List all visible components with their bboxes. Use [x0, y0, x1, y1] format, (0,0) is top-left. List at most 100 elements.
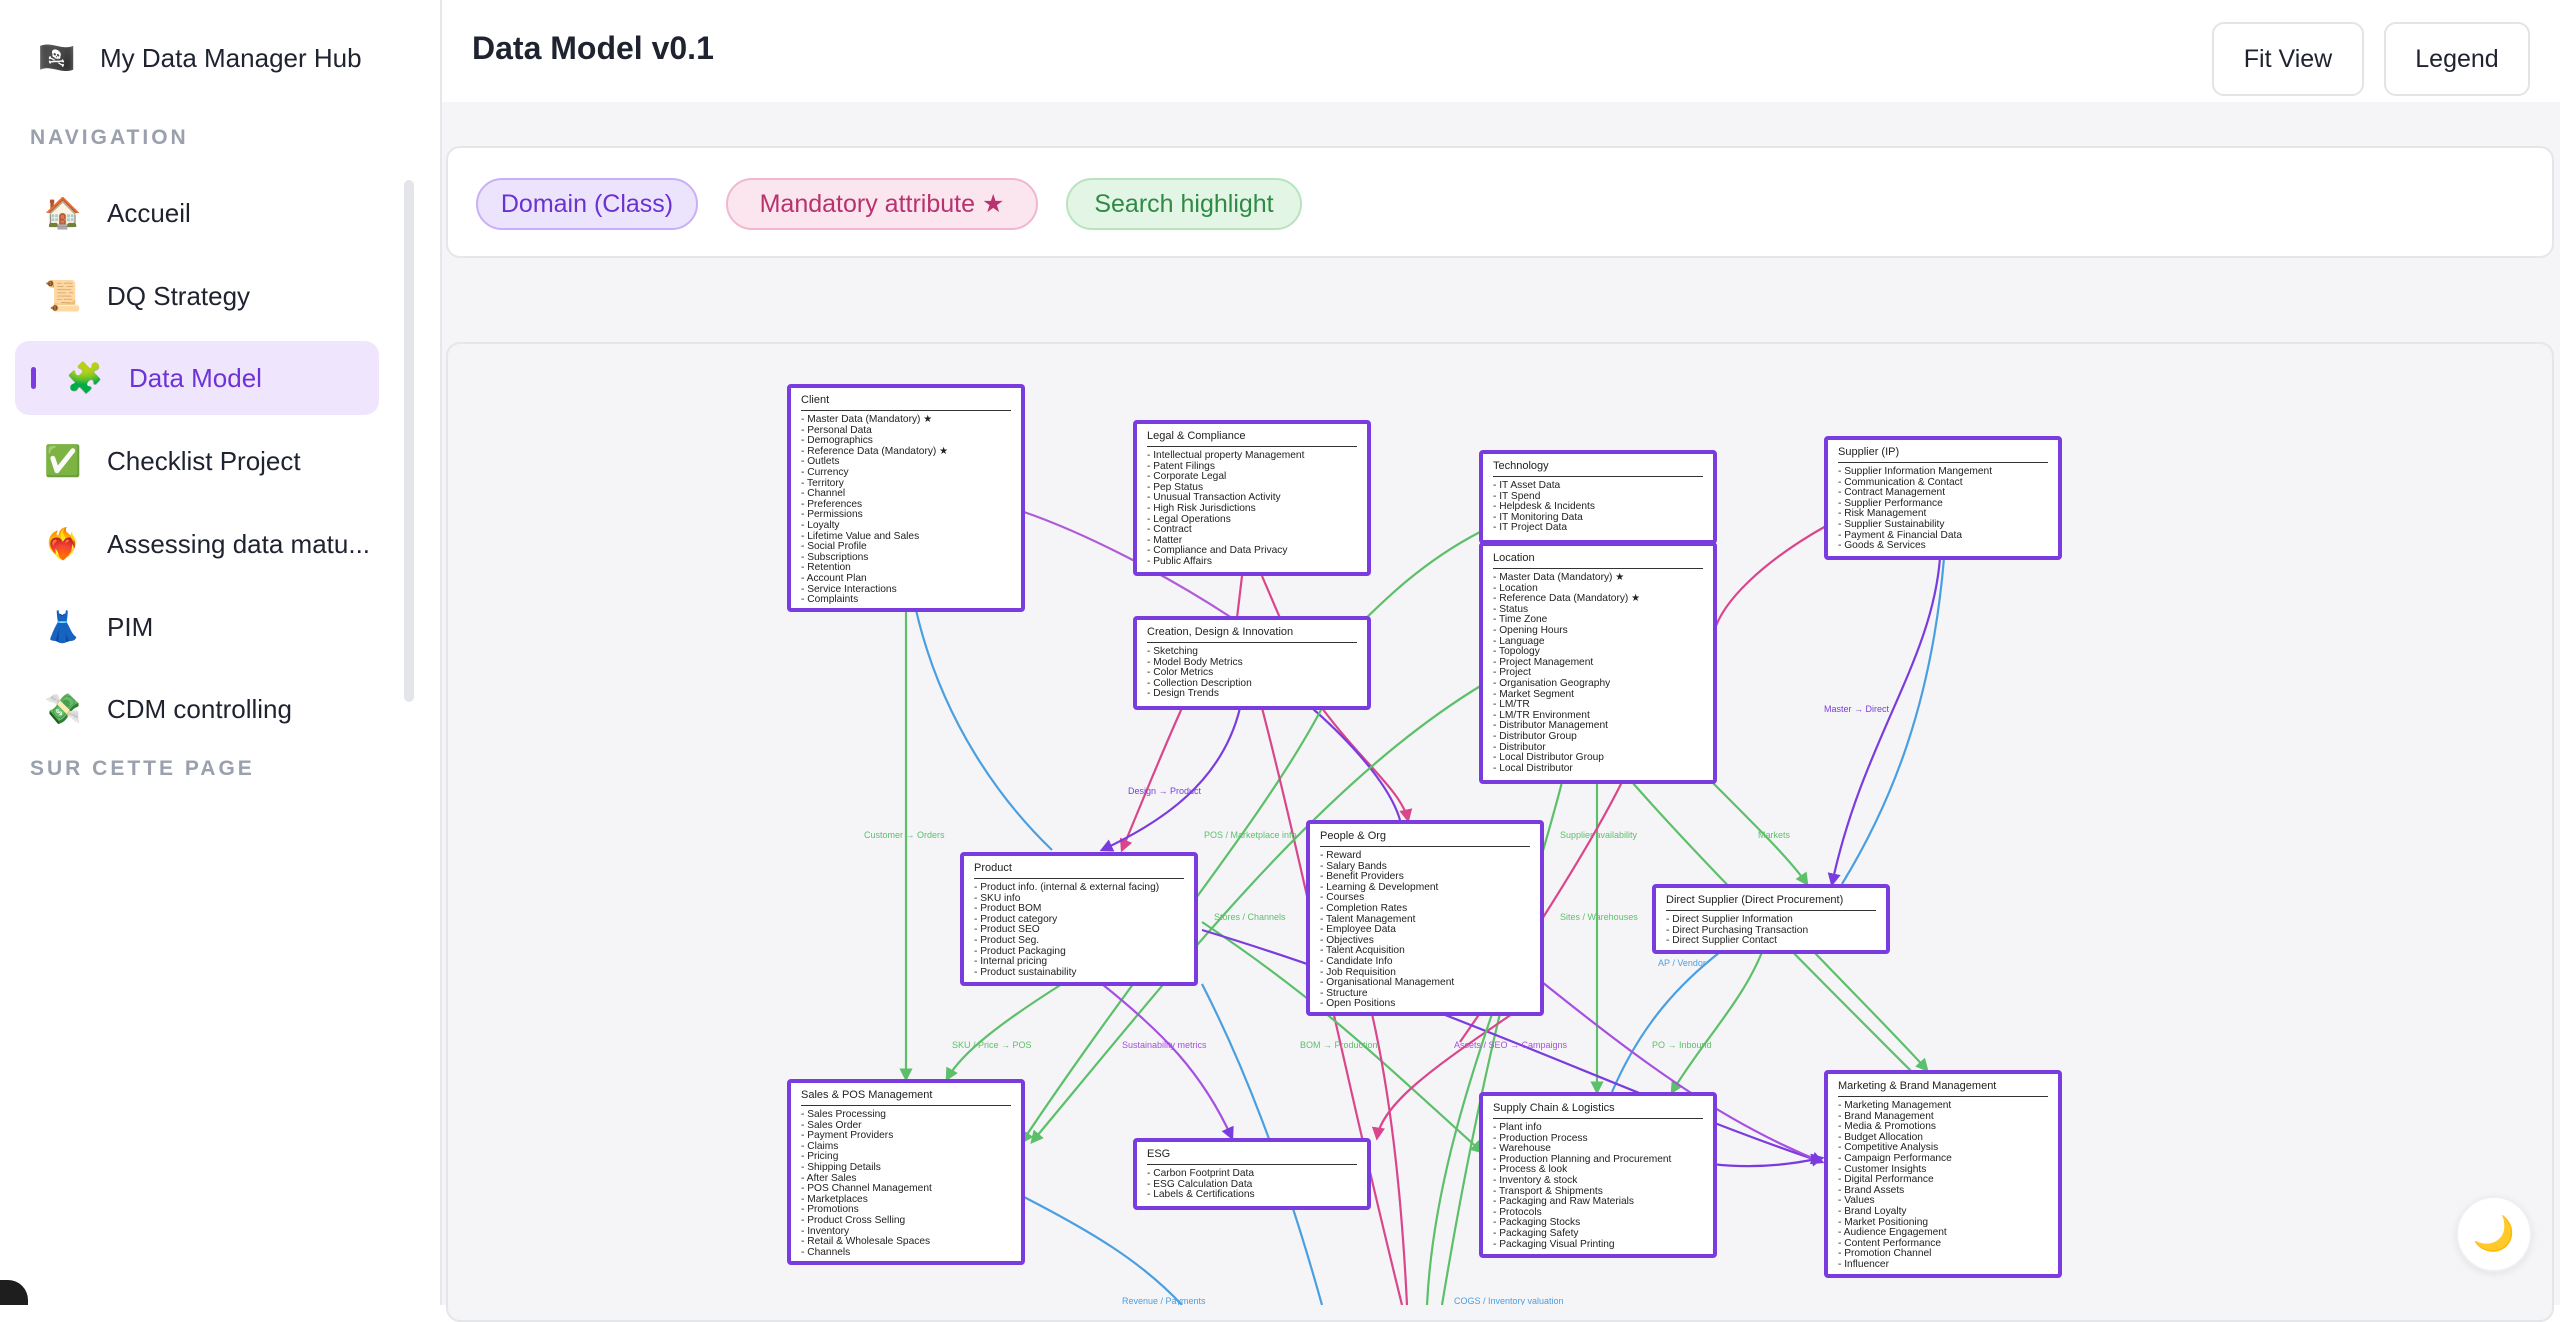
node-attribute: - Talent Acquisition [1320, 945, 1405, 957]
node-title: Sales & POS Management [801, 1089, 1011, 1106]
puzzle-icon: 🧩 [66, 361, 104, 395]
edge-label-bom-production: BOM → Production [1300, 1040, 1378, 1050]
node-attribute: - IT Asset Data [1493, 480, 1561, 491]
edge-people-marketing [1541, 981, 1825, 1165]
node-attribute: - Reference Data (Mandatory) ★ [801, 445, 949, 457]
node-attribute: - Matter [1147, 534, 1183, 546]
node-attribute: - Warehouse [1493, 1143, 1551, 1155]
brand[interactable]: 🏴‍☠️ My Data Manager Hub [38, 38, 362, 78]
node-attribute: - Preferences [801, 498, 863, 510]
node-product[interactable]: Product - Product info. (internal & exte… [960, 852, 1198, 986]
edge-direct-supply-blue [1610, 951, 1721, 1093]
sidebar-item-checklist-project[interactable]: ✅ Checklist Project [15, 424, 379, 498]
node-client[interactable]: Client - Master Data (Mandatory) ★- Pers… [787, 384, 1025, 612]
node-location[interactable]: Location - Master Data (Mandatory) ★- Lo… [1479, 542, 1717, 784]
node-title: Legal & Compliance [1147, 430, 1357, 447]
edge-people-esg [1371, 1013, 1513, 1141]
node-attribute: - Product info. (internal & external fac… [974, 882, 1160, 893]
edge-client-creation [1023, 510, 1233, 619]
node-legal-compliance[interactable]: Legal & Compliance - Intellectual proper… [1133, 420, 1371, 576]
node-supply-chain[interactable]: Supply Chain & Logistics - Plant info- P… [1479, 1092, 1717, 1258]
sidebar-item-label: Data Model [129, 362, 262, 393]
node-attribute: - Objectives [1320, 934, 1374, 946]
node-attribute: - Direct Supplier Contact [1666, 935, 1777, 947]
node-attribute: - Outlets [801, 456, 840, 468]
node-attribute: - Internal pricing [974, 956, 1048, 968]
node-attribute: - Learning & Development [1320, 881, 1439, 893]
edge-people-down [1370, 1013, 1409, 1305]
node-attribute: - Service Interactions [801, 583, 897, 595]
node-esg[interactable]: ESG - Carbon Footprint Data- ESG Calcula… [1133, 1138, 1371, 1210]
node-attribute: - Personal Data [801, 424, 872, 436]
node-attribute: - Product category [974, 913, 1058, 925]
node-attribute: - Location [1493, 582, 1538, 594]
edge-location-direct [1711, 781, 1809, 887]
edge-product-sales [945, 983, 1063, 1082]
node-attribute: - Reference Data (Mandatory) ★ [1493, 593, 1641, 605]
edge-label-sustainability-metrics: Sustainability metrics [1122, 1040, 1207, 1050]
fit-view-button[interactable]: Fit View [2212, 22, 2364, 96]
edge-supplier-location [1712, 525, 1827, 633]
money-with-wings-icon: 💸 [44, 692, 82, 726]
edge-label-master-direct: Master → Direct [1824, 704, 1890, 714]
moon-icon[interactable]: 🌙 [2456, 1196, 2532, 1272]
node-attribute: - Supplier Information Mangement [1838, 466, 1993, 477]
node-attribute: - Risk Management [1838, 508, 1927, 520]
edge-sales-down [1023, 1196, 1183, 1305]
node-attribute: - Legal Operations [1147, 513, 1231, 525]
legend-button[interactable]: Legend [2384, 22, 2530, 96]
node-attribute: - Permissions [801, 509, 863, 521]
node-attribute: - Retention [801, 562, 851, 574]
sidebar-item-pim[interactable]: 👗 PIM [15, 590, 379, 664]
node-attribute: - Topology [1493, 646, 1540, 658]
node-attribute: - Master Data (Mandatory) ★ [1493, 572, 1625, 583]
sidebar-scrollbar[interactable] [404, 180, 414, 702]
node-attribute: - Product Packaging [974, 945, 1066, 957]
diagram-edges: Customer → Orders Design → Product POS /… [864, 510, 1946, 1305]
node-attribute: - Distributor Group [1493, 730, 1577, 742]
node-attribute: - Transport & Shipments [1493, 1185, 1603, 1197]
node-attribute: - IT Spend [1493, 490, 1541, 502]
node-attribute: - Labels & Certifications [1147, 1189, 1255, 1201]
node-marketing-brand[interactable]: Marketing & Brand Management - Marketing… [1824, 1070, 2062, 1278]
node-attribute: - Pricing [801, 1151, 839, 1163]
node-attribute: - Courses [1320, 892, 1365, 904]
node-attribute: - Packaging Safety [1493, 1227, 1579, 1239]
node-attribute: - Payment Providers [801, 1130, 894, 1142]
node-sales-pos[interactable]: Sales & POS Management - Sales Processin… [787, 1079, 1025, 1265]
node-attribute: - Intellectual property Management [1147, 450, 1305, 461]
node-supplier-ip[interactable]: Supplier (IP) - Supplier Information Man… [1824, 436, 2062, 560]
sidebar-item-assessing-data-maturity[interactable]: ❤️‍🔥 Assessing data matu... [15, 507, 379, 581]
node-attribute: - Production Process [1493, 1132, 1588, 1144]
node-attribute: - Currency [801, 466, 849, 478]
node-attribute: - Inventory [801, 1225, 850, 1237]
sidebar-item-data-model[interactable]: 🧩 Data Model [15, 341, 379, 415]
active-indicator [31, 367, 36, 389]
node-attribute: - Project [1493, 667, 1531, 679]
node-creation-design-innovation[interactable]: Creation, Design & Innovation - Sketchin… [1133, 616, 1371, 710]
node-attribute: - High Risk Jurisdictions [1147, 502, 1256, 514]
node-attribute: - LM/TR [1493, 699, 1530, 711]
house-icon: 🏠 [44, 196, 82, 230]
sidebar-item-dq-strategy[interactable]: 📜 DQ Strategy [15, 259, 379, 333]
node-attribute: - Plant info [1493, 1122, 1542, 1133]
node-attribute: - Pep Status [1147, 481, 1204, 493]
node-attributes: - Sketching- Model Body Metrics- Color M… [1147, 646, 1357, 700]
edge-label-sites-warehouses: Sites / Warehouses [1560, 912, 1638, 922]
sidebar-item-label: Accueil [107, 197, 191, 228]
edge-direct-supply [1670, 951, 1764, 1095]
node-technology[interactable]: Technology - IT Asset Data- IT Spend- He… [1479, 450, 1717, 544]
node-attribute: - Social Profile [801, 541, 867, 553]
sidebar-item-cdm-controlling[interactable]: 💸 CDM controlling [15, 672, 379, 746]
sidebar-item-label: PIM [107, 611, 154, 642]
edge-label-pos-marketplace: POS / Marketplace info [1204, 830, 1297, 840]
node-direct-supplier[interactable]: Direct Supplier (Direct Procurement) - D… [1652, 884, 1890, 954]
sidebar-item-accueil[interactable]: 🏠 Accueil [15, 176, 379, 250]
node-people-org[interactable]: People & Org - Reward- Salary Bands- Ben… [1306, 820, 1544, 1016]
node-attribute: - Account Plan [801, 572, 867, 584]
node-attributes: - Master Data (Mandatory) ★- Personal Da… [801, 414, 1011, 606]
node-attribute: - Local Distributor Group [1493, 752, 1604, 764]
node-attribute: - Salary Bands [1320, 860, 1387, 872]
node-attribute: - Contract [1147, 524, 1192, 536]
node-title: Client [801, 394, 1011, 411]
